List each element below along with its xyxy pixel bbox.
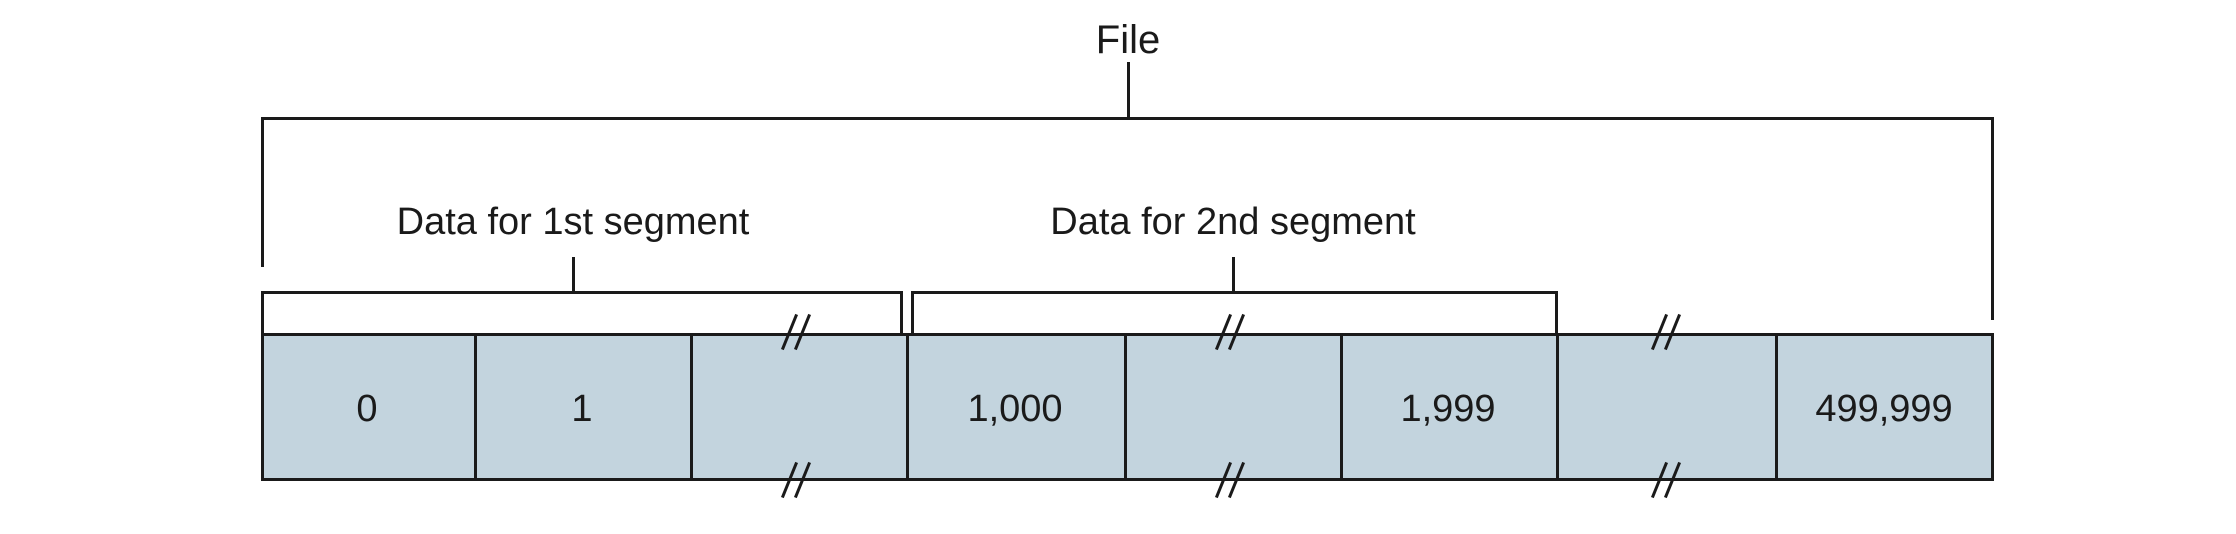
segment-1-bracket-right-arm (900, 291, 903, 335)
file-bracket-top (261, 117, 1994, 120)
cell-value: 0 (356, 388, 378, 430)
file-label-tick (1127, 62, 1130, 118)
segment-1-bracket-top (261, 291, 903, 294)
cell-divider (690, 333, 693, 481)
file-bracket-left-arm (261, 117, 264, 267)
cell-divider (906, 333, 909, 481)
cell-divider (1556, 333, 1559, 481)
segment-2-label: Data for 2nd segment (1050, 201, 1416, 243)
file-block-strip (261, 333, 1994, 481)
segment-2-bracket-top (911, 291, 1558, 294)
cell-value: 1 (571, 388, 593, 430)
cell-value: 1,000 (967, 388, 1063, 430)
cell-divider (1124, 333, 1127, 481)
segment-2-bracket-right-arm (1555, 291, 1558, 335)
segment-1-bracket-left-arm (261, 291, 264, 335)
cell-value: 499,999 (1815, 388, 1953, 430)
segment-2-bracket-left-arm (911, 291, 914, 335)
cell-value: 1,999 (1400, 388, 1496, 430)
cell-divider (474, 333, 477, 481)
cell-divider (1340, 333, 1343, 481)
file-label: File (1095, 18, 1161, 62)
segment-2-label-tick (1232, 257, 1235, 292)
segment-1-label: Data for 1st segment (396, 201, 750, 243)
file-bracket-right-arm (1991, 117, 1994, 320)
segment-1-label-tick (572, 257, 575, 292)
cell-divider (1775, 333, 1778, 481)
